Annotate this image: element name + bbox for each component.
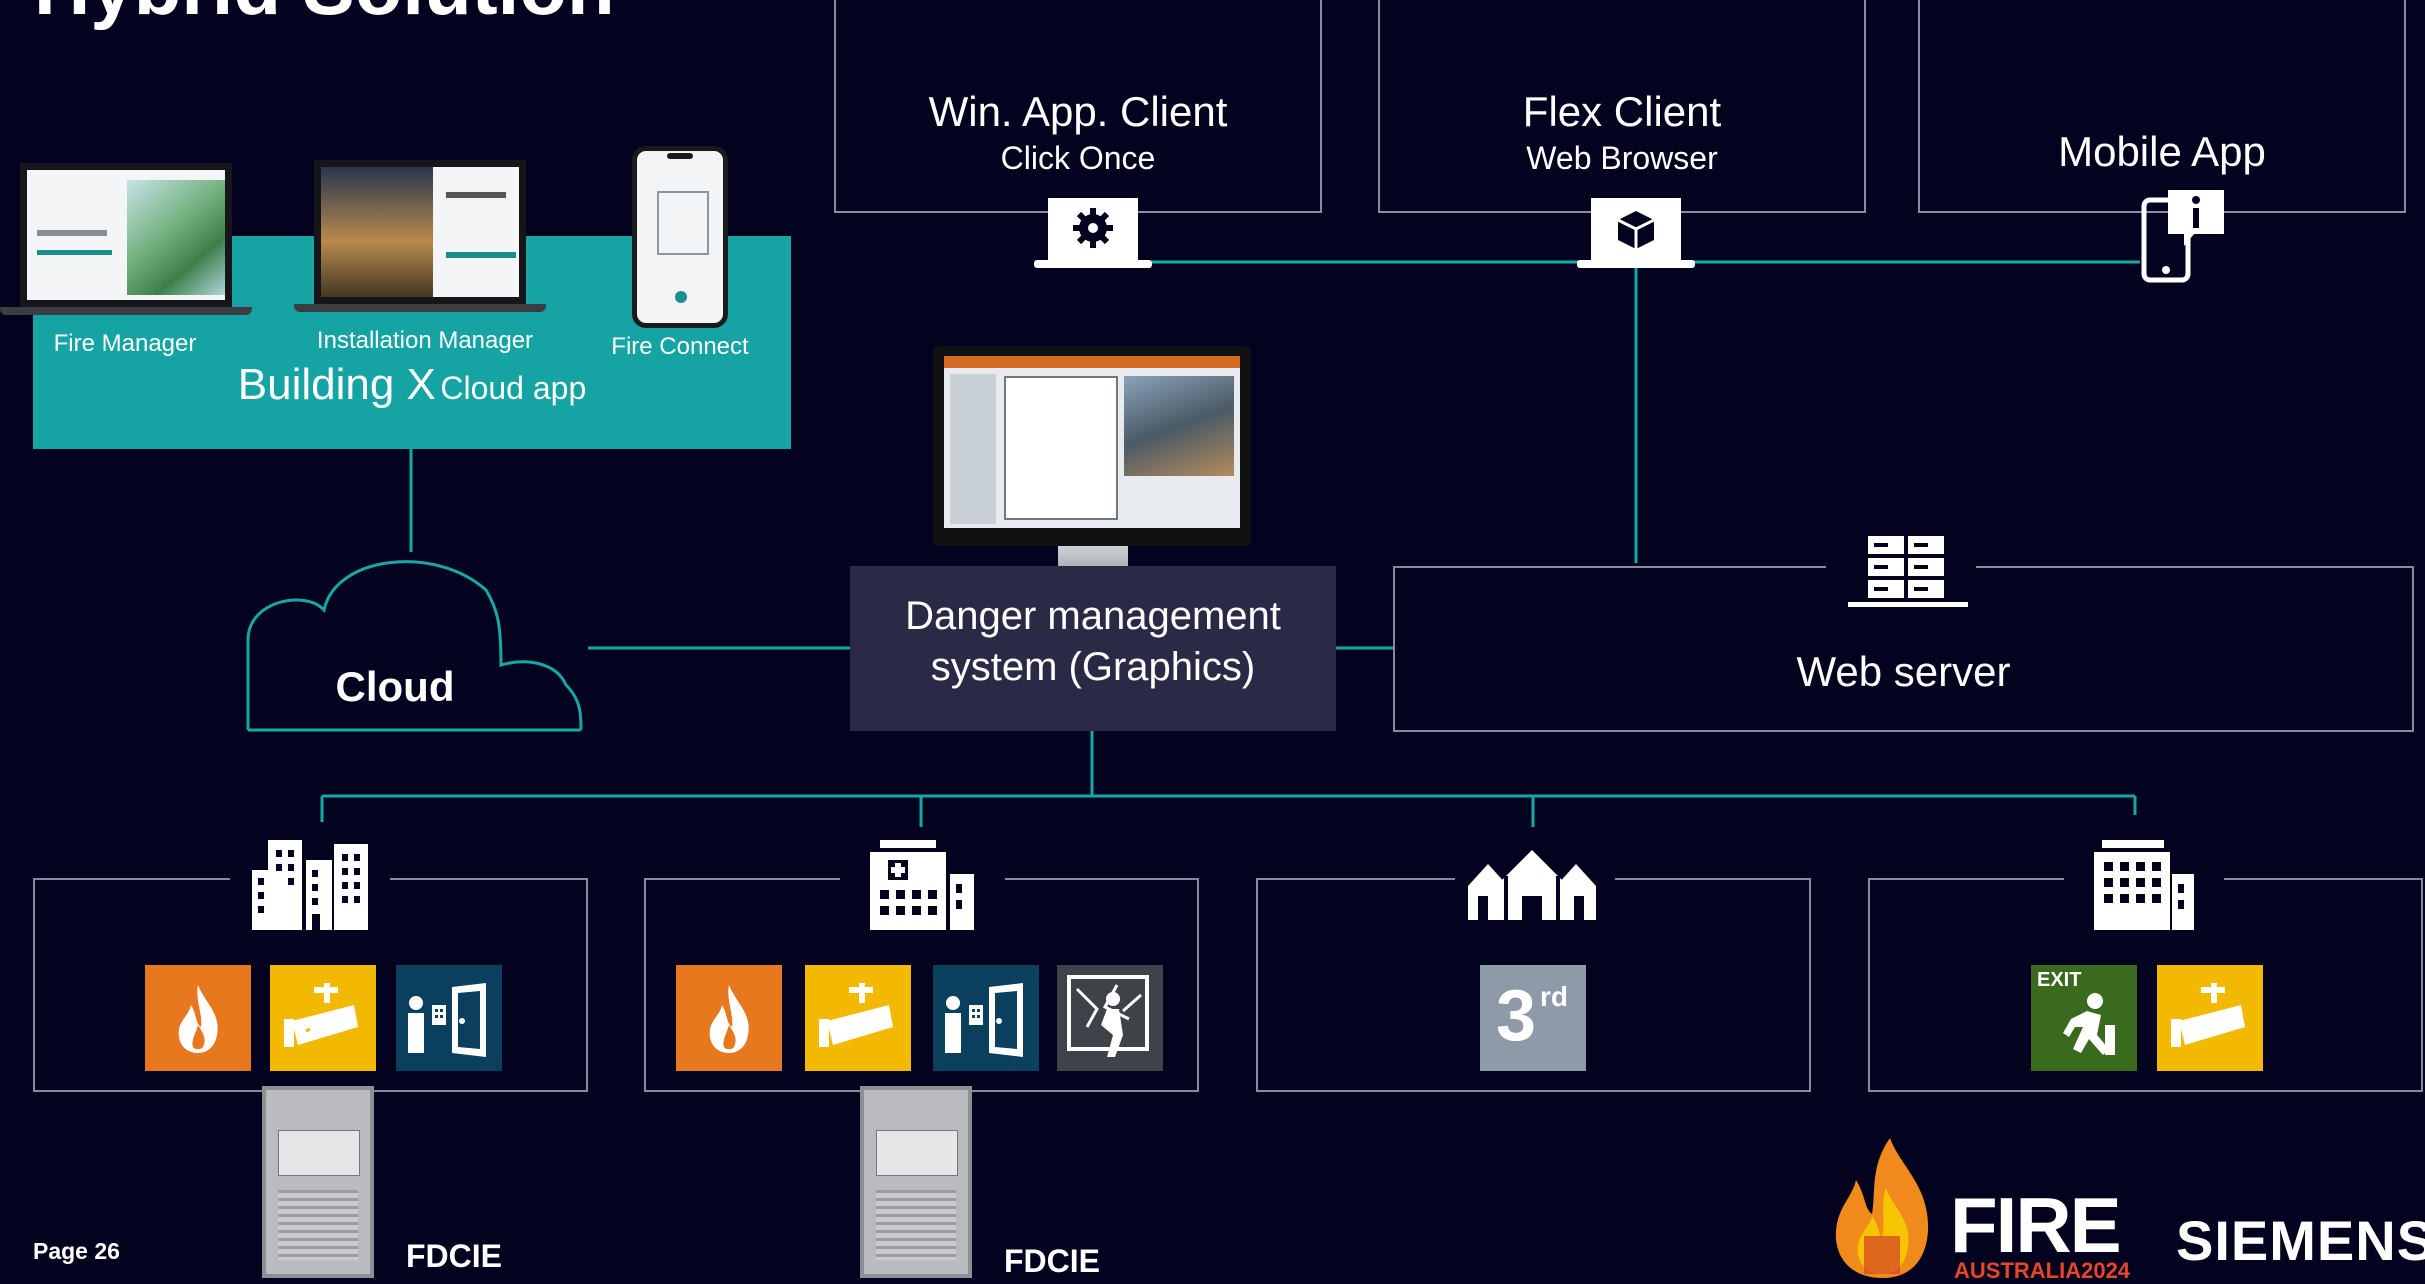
- fire-icon: [676, 965, 782, 1071]
- third-party-icon: 3 rd: [1480, 965, 1586, 1071]
- fdcie-label-1: FDCIE: [406, 1238, 502, 1274]
- cloud-app-title-main: Building X: [237, 360, 436, 409]
- exit-sign-text: EXIT: [2037, 969, 2082, 991]
- detector-icon: [2157, 965, 2263, 1071]
- fire-connect-label: Fire Connect: [611, 333, 749, 360]
- fire-australia-subtext: AUSTRALIA2024: [1954, 1258, 2131, 1283]
- dms-label-line2: system (Graphics): [930, 645, 1256, 689]
- web-server-label: Web server: [1796, 648, 2011, 695]
- third-party-number: 3: [1496, 976, 1537, 1056]
- client-box-mobile: [1918, 0, 2406, 213]
- dms-box: [850, 566, 1336, 731]
- intrusion-icon: [1057, 965, 1163, 1071]
- cube-icon: [1577, 198, 1695, 268]
- installation-manager-label: Installation Manager: [316, 327, 534, 354]
- flex-client-title: Flex Client: [1522, 88, 1722, 135]
- detector-icon: [805, 965, 911, 1071]
- hospital-icon: [870, 840, 974, 930]
- access-control-icon: [933, 965, 1039, 1071]
- fire-connect-phone: [632, 146, 728, 328]
- page-number: Page 26: [33, 1238, 120, 1264]
- cloud-icon: [246, 560, 583, 732]
- gear-icon: [1034, 198, 1152, 268]
- win-app-client-title: Win. App. Client: [928, 88, 1228, 135]
- exit-icon: EXIT: [2031, 965, 2137, 1071]
- win-app-client-subtitle: Click Once: [1000, 140, 1156, 176]
- cloud-app-title: Building X Cloud app: [33, 360, 791, 410]
- cloud-app-title-sub: Cloud app: [440, 370, 587, 406]
- page-title: Hybrid Solution: [34, 0, 615, 33]
- cloud-label: Cloud: [335, 663, 455, 710]
- fdcie-panel-1: [262, 1086, 374, 1278]
- fire-australia-flame-logo: [1835, 1138, 1929, 1278]
- mobile-info-icon: [2141, 190, 2224, 283]
- fdcie-label-2: FDCIE: [1004, 1243, 1100, 1279]
- fdcie-panel-2: [860, 1086, 972, 1278]
- city-buildings-icon: [252, 840, 368, 930]
- mobile-app-title: Mobile App: [2058, 128, 2266, 175]
- server-icon: [1848, 536, 1968, 607]
- office-building-icon: [2094, 840, 2194, 930]
- houses-icon: [1468, 850, 1596, 920]
- third-party-suffix: rd: [1540, 981, 1568, 1012]
- flex-client-subtitle: Web Browser: [1526, 140, 1718, 176]
- access-control-icon: [396, 965, 502, 1071]
- fire-australia-wordmark: FIRE: [1950, 1181, 2122, 1269]
- dms-label-line1: Danger management: [905, 594, 1281, 638]
- detector-icon: [270, 965, 376, 1071]
- fire-manager-label: Fire Manager: [53, 330, 197, 357]
- siemens-logo: SIEMENS: [2176, 1209, 2425, 1272]
- fire-icon: [145, 965, 251, 1071]
